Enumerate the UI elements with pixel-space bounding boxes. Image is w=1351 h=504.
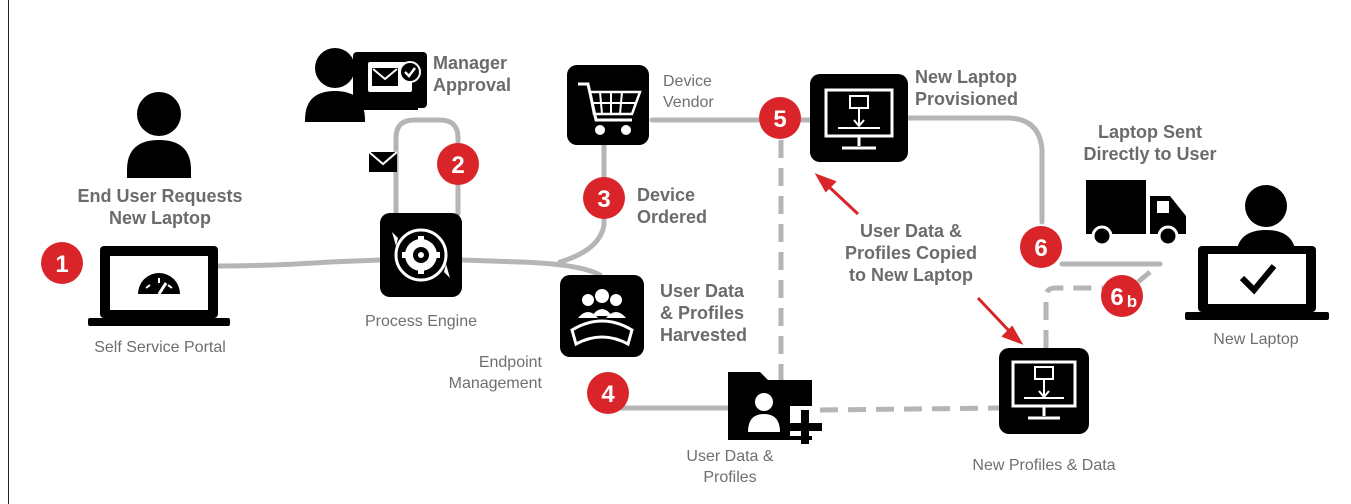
new-laptop-provisioned-label: New Laptop Provisioned bbox=[915, 67, 1019, 109]
manager-approval-label: Manager Approval bbox=[433, 53, 512, 95]
dashed-connectors bbox=[778, 140, 1152, 413]
process-engine-label: Process Engine bbox=[364, 313, 478, 330]
left-border-line bbox=[8, 0, 9, 504]
laptop-checkmark-icon bbox=[1185, 246, 1329, 320]
svg-text:4: 4 bbox=[601, 381, 615, 408]
svg-text:b: b bbox=[1127, 292, 1137, 311]
laptop-sent-label: Laptop Sent Directly to User bbox=[1083, 122, 1217, 164]
monitor-provision-icon bbox=[810, 74, 908, 162]
svg-text:6: 6 bbox=[1110, 284, 1123, 311]
laptop-speedometer-icon bbox=[88, 246, 230, 326]
new-laptop-label: New Laptop bbox=[1213, 331, 1299, 348]
person-icon bbox=[127, 92, 191, 178]
svg-text:2: 2 bbox=[451, 152, 464, 179]
arrow-icon bbox=[976, 296, 1024, 345]
step-badge-5: 5 bbox=[759, 97, 801, 139]
svg-text:3: 3 bbox=[597, 186, 610, 213]
gear-cycle-icon bbox=[380, 213, 462, 297]
svg-text:1: 1 bbox=[55, 251, 68, 278]
dashed-new-profiles-up bbox=[1043, 285, 1110, 348]
step-badge-3: 3 bbox=[583, 177, 625, 219]
device-ordered-label: Device Ordered bbox=[637, 185, 708, 227]
endpoint-management-label: Endpoint Management bbox=[448, 354, 542, 392]
shopping-cart-icon bbox=[567, 65, 649, 145]
step-badge-6: 6 bbox=[1020, 226, 1062, 268]
person-icon bbox=[305, 48, 365, 122]
dashed-folder-to-new-profiles bbox=[819, 405, 1003, 413]
user-data-harvested-label: User Data & Profiles Harvested bbox=[660, 281, 748, 345]
step-badge-2: 2 bbox=[437, 143, 479, 185]
svg-text:5: 5 bbox=[773, 106, 786, 133]
connector-approval-loop bbox=[393, 117, 461, 217]
delivery-truck-icon bbox=[1086, 180, 1186, 247]
manager-monitor-check-icon bbox=[353, 52, 427, 110]
step-badge-4: 4 bbox=[587, 372, 629, 414]
connector-engine-to-ordered bbox=[557, 157, 607, 265]
dashed-6b-tail bbox=[1136, 270, 1152, 284]
user-data-copied-label: User Data & Profiles Copied to New Lapto… bbox=[844, 221, 978, 285]
step-badge-1: 1 bbox=[41, 242, 83, 284]
svg-text:6: 6 bbox=[1034, 235, 1047, 262]
device-vendor-label: Device Vendor bbox=[663, 73, 714, 111]
connector-provisioned-to-6 bbox=[905, 115, 1045, 225]
group-arc-icon bbox=[560, 275, 644, 357]
new-profiles-data-label: New Profiles & Data bbox=[972, 457, 1116, 474]
envelope-icon bbox=[368, 151, 398, 172]
step-badge-6b: 6 b bbox=[1101, 275, 1143, 317]
connector-engine-to-endpoint bbox=[459, 257, 603, 278]
end-user-requests-label: End User Requests New Laptop bbox=[77, 186, 243, 228]
arrow-icon bbox=[814, 173, 860, 216]
user-folder-plus-icon bbox=[728, 372, 822, 444]
self-service-portal-label: Self Service Portal bbox=[94, 339, 226, 356]
user-data-profiles-label: User Data & Profiles bbox=[686, 448, 774, 486]
monitor-provision-icon bbox=[999, 348, 1089, 434]
connector-portal-to-engine bbox=[215, 257, 383, 269]
